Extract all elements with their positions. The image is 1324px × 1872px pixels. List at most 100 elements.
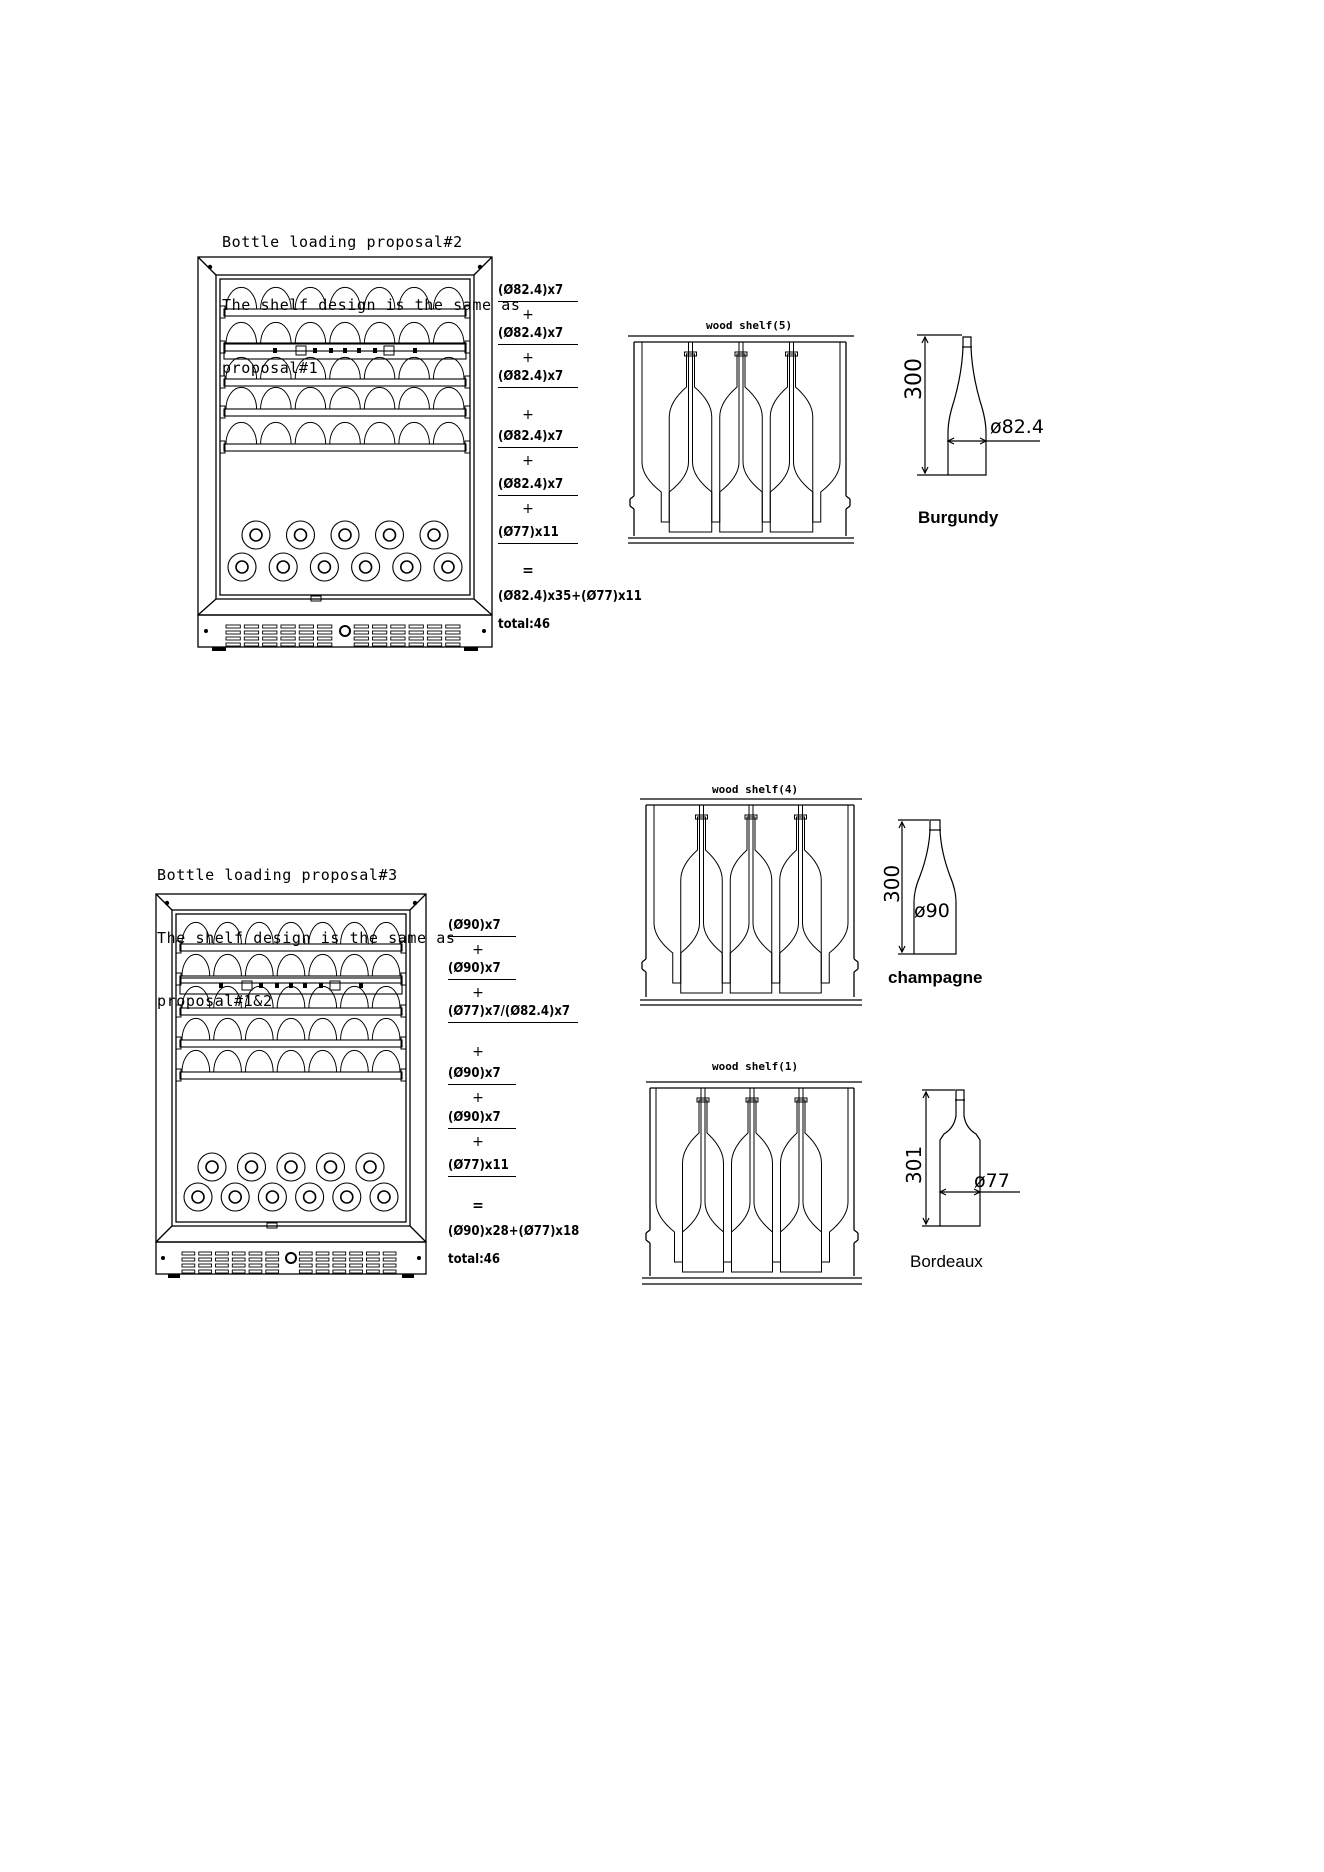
grille-slot bbox=[317, 630, 333, 635]
grille-slot bbox=[353, 630, 369, 635]
grille-slot bbox=[243, 624, 260, 629]
grille-slot bbox=[408, 630, 424, 635]
bottle-neck-ring bbox=[794, 814, 807, 820]
height-dimension: 300 bbox=[880, 864, 904, 903]
bottle-outline bbox=[329, 421, 361, 445]
bottle-outline bbox=[294, 286, 327, 310]
bottle-end bbox=[268, 552, 298, 582]
grille-slot bbox=[231, 1251, 246, 1256]
bottle-outline bbox=[655, 1087, 702, 1263]
plus-sign: + bbox=[472, 985, 484, 1001]
bottle-outline bbox=[260, 321, 292, 345]
grille-slot bbox=[366, 1251, 380, 1256]
caption-line: Bottle loading proposal#3 bbox=[157, 866, 398, 884]
grille-slot bbox=[332, 1257, 347, 1262]
grille-slot bbox=[445, 630, 461, 635]
bottle-outline bbox=[363, 287, 396, 310]
bottle-outline bbox=[308, 921, 338, 945]
grille-slot bbox=[262, 642, 278, 647]
bottle-outline bbox=[181, 1017, 211, 1041]
bottle-outline bbox=[276, 985, 306, 1009]
shelf-end bbox=[175, 1004, 182, 1018]
bottle-outline bbox=[329, 356, 361, 380]
bottle-outline bbox=[753, 1087, 800, 1263]
sum-expression: (Ø90)x28+(Ø77)x18 bbox=[448, 1224, 580, 1239]
row-count: (Ø90)x7 bbox=[448, 918, 516, 937]
grille-slot bbox=[198, 1251, 212, 1256]
bottle-outline bbox=[752, 804, 799, 984]
shelf-rail bbox=[179, 1007, 403, 1016]
grille-slot bbox=[382, 1269, 397, 1274]
proposal-3-caption: Bottle loading proposal#3 The shelf desi… bbox=[157, 823, 456, 1033]
wine-cooler-front-view-proposal-3 bbox=[155, 893, 427, 1278]
bottle-neck-ring bbox=[745, 1097, 759, 1103]
grille-slot bbox=[372, 624, 388, 629]
bottle-end bbox=[205, 1160, 219, 1174]
bottle-outline bbox=[371, 985, 401, 1009]
grille-slot bbox=[225, 630, 241, 635]
bottle-outline bbox=[244, 921, 274, 945]
bottle-outline bbox=[731, 1099, 773, 1273]
bottle-outline bbox=[181, 953, 211, 977]
shelf-rail bbox=[179, 1071, 403, 1080]
bottle-end bbox=[197, 1152, 227, 1182]
bottle-outline bbox=[398, 386, 430, 410]
bottle-neck-ring bbox=[695, 814, 708, 820]
panel-display bbox=[241, 980, 253, 991]
bottle-end bbox=[392, 552, 422, 582]
shelf-end bbox=[464, 305, 471, 319]
grille-slot bbox=[349, 1251, 363, 1256]
row-count: (Ø90)x7 bbox=[448, 1066, 516, 1085]
grille-slot bbox=[332, 1263, 347, 1268]
plus-sign: + bbox=[522, 350, 534, 366]
shelf-end bbox=[219, 305, 226, 319]
row-count: (Ø90)x7 bbox=[448, 961, 516, 980]
shelf-rail bbox=[179, 975, 403, 984]
shelf-end bbox=[464, 440, 471, 454]
caption-line: proposal#1 bbox=[222, 359, 319, 377]
grille-slot bbox=[262, 624, 278, 629]
grille-slot bbox=[198, 1269, 212, 1274]
grille-slot bbox=[280, 624, 296, 629]
grille-slot bbox=[366, 1257, 380, 1262]
bottle-end bbox=[285, 520, 316, 550]
shelf-rail bbox=[223, 378, 467, 387]
shelf-end bbox=[400, 972, 407, 986]
bottle-neck-ring bbox=[696, 1097, 710, 1103]
panel-button bbox=[329, 348, 333, 353]
shelf-end bbox=[464, 375, 471, 389]
plus-sign: + bbox=[472, 1044, 484, 1060]
shelf-end bbox=[219, 440, 226, 454]
grille-slot bbox=[445, 636, 461, 641]
bottle-end bbox=[377, 1190, 391, 1204]
bottle-outline bbox=[363, 322, 396, 345]
bottle-end bbox=[358, 560, 373, 574]
grille-slot bbox=[181, 1263, 196, 1268]
bottle-outline bbox=[329, 321, 361, 345]
bottle-end bbox=[330, 520, 360, 550]
grille-slot bbox=[181, 1251, 196, 1256]
bottle-outline bbox=[729, 816, 773, 994]
bottle-outline bbox=[329, 286, 361, 310]
grille-slot bbox=[298, 642, 314, 647]
grille-slot bbox=[280, 630, 296, 635]
bottle-outline bbox=[294, 356, 327, 380]
grille-slot bbox=[445, 624, 461, 629]
grille-slot bbox=[390, 624, 406, 629]
bottle-outline bbox=[294, 321, 327, 345]
diameter-dimension: ø90 bbox=[914, 900, 950, 922]
grille-slot bbox=[315, 1251, 330, 1256]
grille-slot bbox=[408, 624, 424, 629]
bottle-end bbox=[400, 560, 414, 574]
bottle-end bbox=[241, 520, 271, 550]
grille-slot bbox=[382, 1263, 397, 1268]
diameter-dimension: ø82.4 bbox=[990, 416, 1044, 438]
bottle-outline bbox=[225, 356, 258, 380]
bottle-outline bbox=[213, 921, 242, 945]
bottle-outline bbox=[340, 921, 369, 945]
grille-slot bbox=[317, 642, 333, 647]
grille-slot bbox=[248, 1269, 263, 1274]
bottle-outline bbox=[371, 953, 401, 977]
row-count: (Ø77)x11 bbox=[448, 1158, 516, 1177]
panel-button bbox=[219, 983, 223, 988]
